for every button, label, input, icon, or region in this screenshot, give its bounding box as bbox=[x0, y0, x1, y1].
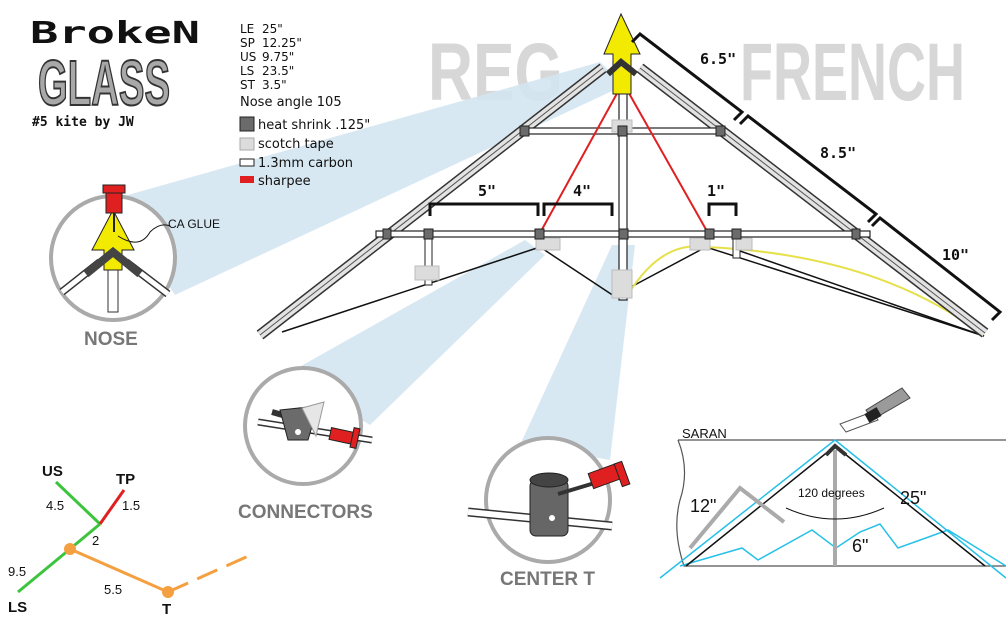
nose-detail: CA GLUE NOSE bbox=[49, 184, 220, 350]
spreader-bracket-4 bbox=[542, 202, 614, 216]
pin-head-nose bbox=[102, 184, 126, 194]
dim-le-top: 6.5" bbox=[700, 50, 736, 68]
saran-cut-inner bbox=[679, 523, 1006, 567]
spec-ls-value: 23.5" bbox=[262, 64, 294, 78]
title-word1: BrokeN bbox=[30, 16, 200, 51]
specs-list: LE 25" SP 12.25" US 9.75" LS 23.5" ST 3.… bbox=[240, 22, 342, 110]
dimension-brackets bbox=[428, 32, 1003, 322]
bridle-us-length: 4.5 bbox=[46, 498, 64, 513]
connector-beam bbox=[285, 240, 545, 425]
sharpee-line-left bbox=[539, 87, 621, 234]
bridle-tow-line bbox=[167, 551, 256, 594]
legend-label-carbon: 1.3mm carbon bbox=[258, 156, 353, 171]
nose-angle-text: Nose angle 105 bbox=[240, 95, 342, 110]
saran-wingtip-guide bbox=[688, 485, 786, 550]
spec-st-value: 3.5" bbox=[262, 78, 287, 92]
nose-arrow bbox=[603, 12, 641, 95]
saran-dim-left: 12" bbox=[690, 496, 716, 516]
bridle-us-label: US bbox=[42, 463, 63, 480]
bridle-tp-line bbox=[98, 489, 126, 525]
bridle-diagram: US TP LS T 4.5 1.5 2 9.5 5.5 bbox=[8, 463, 256, 618]
legend-swatch-carbon bbox=[239, 158, 255, 167]
bridle-center-length: 2 bbox=[92, 533, 99, 548]
bridle-ls-length: 9.5 bbox=[8, 564, 26, 579]
kite-frame bbox=[256, 12, 989, 340]
legend-swatch-heat-shrink bbox=[239, 116, 255, 132]
trailing-edge-right-black bbox=[739, 250, 985, 337]
le-bracket-top bbox=[630, 32, 745, 122]
connectors-detail: CONNECTORS bbox=[238, 366, 373, 523]
spec-ls-label: LS bbox=[240, 64, 254, 78]
center-t-label: CENTER T bbox=[500, 569, 595, 590]
saran-angle: 120 degrees bbox=[798, 486, 865, 500]
saran-cut-left bbox=[659, 439, 1006, 579]
french-curve bbox=[625, 245, 985, 337]
sharpee-line-right bbox=[625, 87, 709, 234]
magnifier-beams bbox=[110, 62, 635, 460]
nose-beam bbox=[110, 62, 625, 295]
spec-st-label: ST bbox=[240, 78, 256, 92]
bridle-us-line bbox=[54, 480, 102, 526]
bridle-tp-length: 1.5 bbox=[122, 498, 140, 513]
saran-angle-arc bbox=[785, 507, 885, 520]
ca-glue-label: CA GLUE bbox=[168, 217, 220, 231]
spec-sp-label: SP bbox=[240, 36, 255, 50]
heat-shrink-pieces bbox=[382, 125, 861, 240]
legend-label-scotch-tape: scotch tape bbox=[258, 137, 334, 152]
center-t-beam bbox=[520, 245, 635, 460]
spec-us-value: 9.75" bbox=[262, 50, 294, 64]
bridle-t-line bbox=[69, 547, 169, 594]
legend-label-heat-shrink: heat shrink .125" bbox=[258, 118, 370, 133]
center-t-detail: CENTER T bbox=[467, 436, 631, 590]
leading-edge-right bbox=[636, 63, 989, 338]
leading-edge-left bbox=[256, 63, 607, 340]
le-bracket-mid bbox=[738, 114, 879, 224]
connectors-label: CONNECTORS bbox=[238, 502, 373, 523]
bridle-center-line bbox=[69, 522, 101, 551]
title-byline: #5 kite by JW bbox=[32, 115, 134, 130]
legend-swatch-scotch-tape bbox=[239, 137, 255, 151]
spine bbox=[618, 74, 628, 301]
dim-spreader-5: 5" bbox=[478, 182, 496, 200]
saran-dim-right: 25" bbox=[900, 488, 926, 508]
bridle-ls-line bbox=[17, 547, 71, 594]
dim-spreader-1: 1" bbox=[707, 182, 725, 200]
bridle-t-length: 5.5 bbox=[104, 582, 122, 597]
spec-us-label: US bbox=[240, 50, 256, 64]
spec-sp-value: 12.25" bbox=[262, 36, 302, 50]
legend-swatch-sharpee bbox=[240, 176, 254, 183]
tape-pieces bbox=[414, 119, 753, 299]
watermark-french: FRENCH bbox=[740, 27, 965, 118]
saran-dim-center: 6" bbox=[852, 536, 868, 556]
saran-sheet bbox=[676, 439, 1006, 567]
title-logo: BrokeN GLASS #5 kite by JW bbox=[30, 16, 200, 130]
bridle-junction-node bbox=[64, 543, 76, 555]
spreader-bracket-5 bbox=[428, 202, 540, 216]
bridle-ls-label: LS bbox=[8, 599, 27, 616]
title-word2: GLASS bbox=[38, 47, 170, 119]
bridle-tp-label: TP bbox=[116, 471, 135, 488]
nose-cap bbox=[605, 58, 638, 77]
dimension-labels: 6.5" 8.5" 10" 5" 4" 1" bbox=[478, 50, 969, 264]
dim-spreader-4: 4" bbox=[573, 182, 591, 200]
dim-le-bottom: 10" bbox=[942, 246, 969, 264]
dim-le-mid: 8.5" bbox=[820, 144, 856, 162]
legend: heat shrink .125" scotch tape 1.3mm carb… bbox=[239, 116, 370, 189]
saran-label: SARAN bbox=[682, 426, 727, 441]
le-bracket-bottom bbox=[870, 215, 1003, 322]
spec-le-label: LE bbox=[240, 22, 254, 36]
nose-label: NOSE bbox=[84, 329, 138, 350]
spreader-bracket-1 bbox=[707, 202, 738, 216]
saran-template: SARAN 120 degrees 12" 25" 6" bbox=[659, 387, 1006, 579]
bridle-tow-node bbox=[162, 586, 174, 598]
saran-frame-nose bbox=[824, 443, 848, 457]
spec-le-value: 25" bbox=[262, 22, 283, 36]
legend-label-sharpee: sharpee bbox=[258, 174, 311, 189]
bridle-t-label: T bbox=[162, 601, 171, 618]
